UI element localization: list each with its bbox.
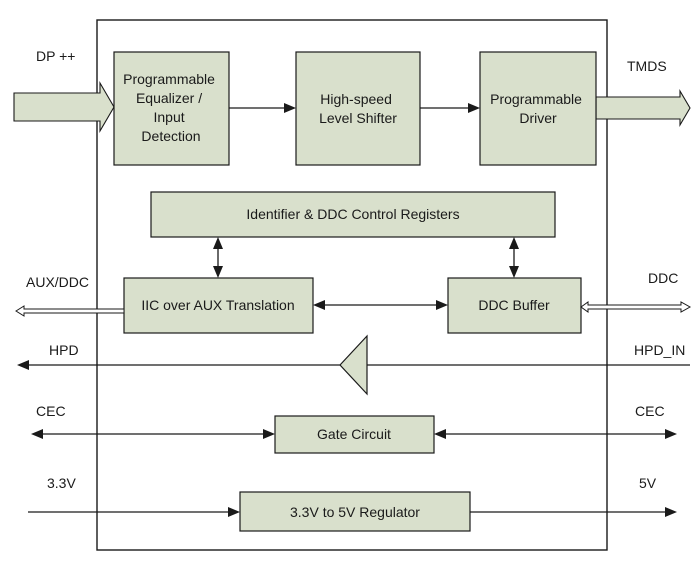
driver-block: [479, 51, 597, 166]
ddc-label: DDC: [648, 270, 678, 286]
dp-input-arrow: [13, 80, 115, 134]
iic-ddc-arrowhead-left: [313, 300, 325, 310]
equalizer-block: [113, 51, 230, 166]
hpd-buffer-triangle: [339, 334, 368, 396]
driver-label: Programmable Driver: [490, 91, 586, 126]
reg-ddc-arrowhead-down: [509, 266, 519, 278]
gate-circuit-block: [274, 415, 435, 454]
registers-label: Identifier & DDC Control Registers: [246, 206, 459, 222]
cec-left-arrowhead-in: [263, 429, 275, 439]
v33-arrowhead: [228, 507, 240, 517]
iic-ddc-arrowhead-right: [436, 300, 448, 310]
eq-to-shifter-arrowhead: [284, 103, 296, 113]
tmds-output-arrow: [595, 88, 691, 128]
v33-label: 3.3V: [47, 475, 76, 491]
hpd-in-label: HPD_IN: [634, 342, 685, 358]
level-shifter-label: High-speed Level Shifter: [319, 91, 397, 126]
regulator-block: [239, 491, 471, 532]
cec-right-arrowhead-in: [434, 429, 446, 439]
hpd-arrowhead: [17, 360, 29, 370]
aux-ddc-bus: [15, 305, 125, 317]
cec-right-arrowhead-out: [665, 429, 677, 439]
v5-arrowhead: [665, 507, 677, 517]
aux-ddc-label: AUX/DDC: [26, 274, 89, 290]
ddc-buffer-block: [447, 277, 582, 334]
reg-ddc-arrowhead-up: [509, 237, 519, 249]
tmds-label: TMDS: [627, 58, 667, 74]
equalizer-label: Programmable Equalizer / Input Detection: [123, 71, 219, 144]
registers-block: [150, 191, 556, 238]
iic-label: IIC over AUX Translation: [141, 297, 294, 313]
shifter-to-driver-arrowhead: [468, 103, 480, 113]
regulator-label: 3.3V to 5V Regulator: [290, 504, 420, 520]
iic-block: [123, 277, 314, 334]
hpd-label: HPD: [49, 342, 79, 358]
gate-circuit-label: Gate Circuit: [317, 426, 391, 442]
ddc-bus: [580, 301, 692, 313]
cec-left-label: CEC: [36, 403, 66, 419]
reg-iic-arrowhead-up: [213, 237, 223, 249]
reg-iic-arrowhead-down: [213, 266, 223, 278]
cec-right-label: CEC: [635, 403, 665, 419]
ddc-buffer-label: DDC Buffer: [478, 297, 550, 313]
v5-label: 5V: [639, 475, 657, 491]
chip-boundary: [96, 19, 608, 551]
dp-label: DP ++: [36, 48, 75, 64]
cec-left-arrowhead-out: [31, 429, 43, 439]
level-shifter-block: [295, 51, 421, 166]
